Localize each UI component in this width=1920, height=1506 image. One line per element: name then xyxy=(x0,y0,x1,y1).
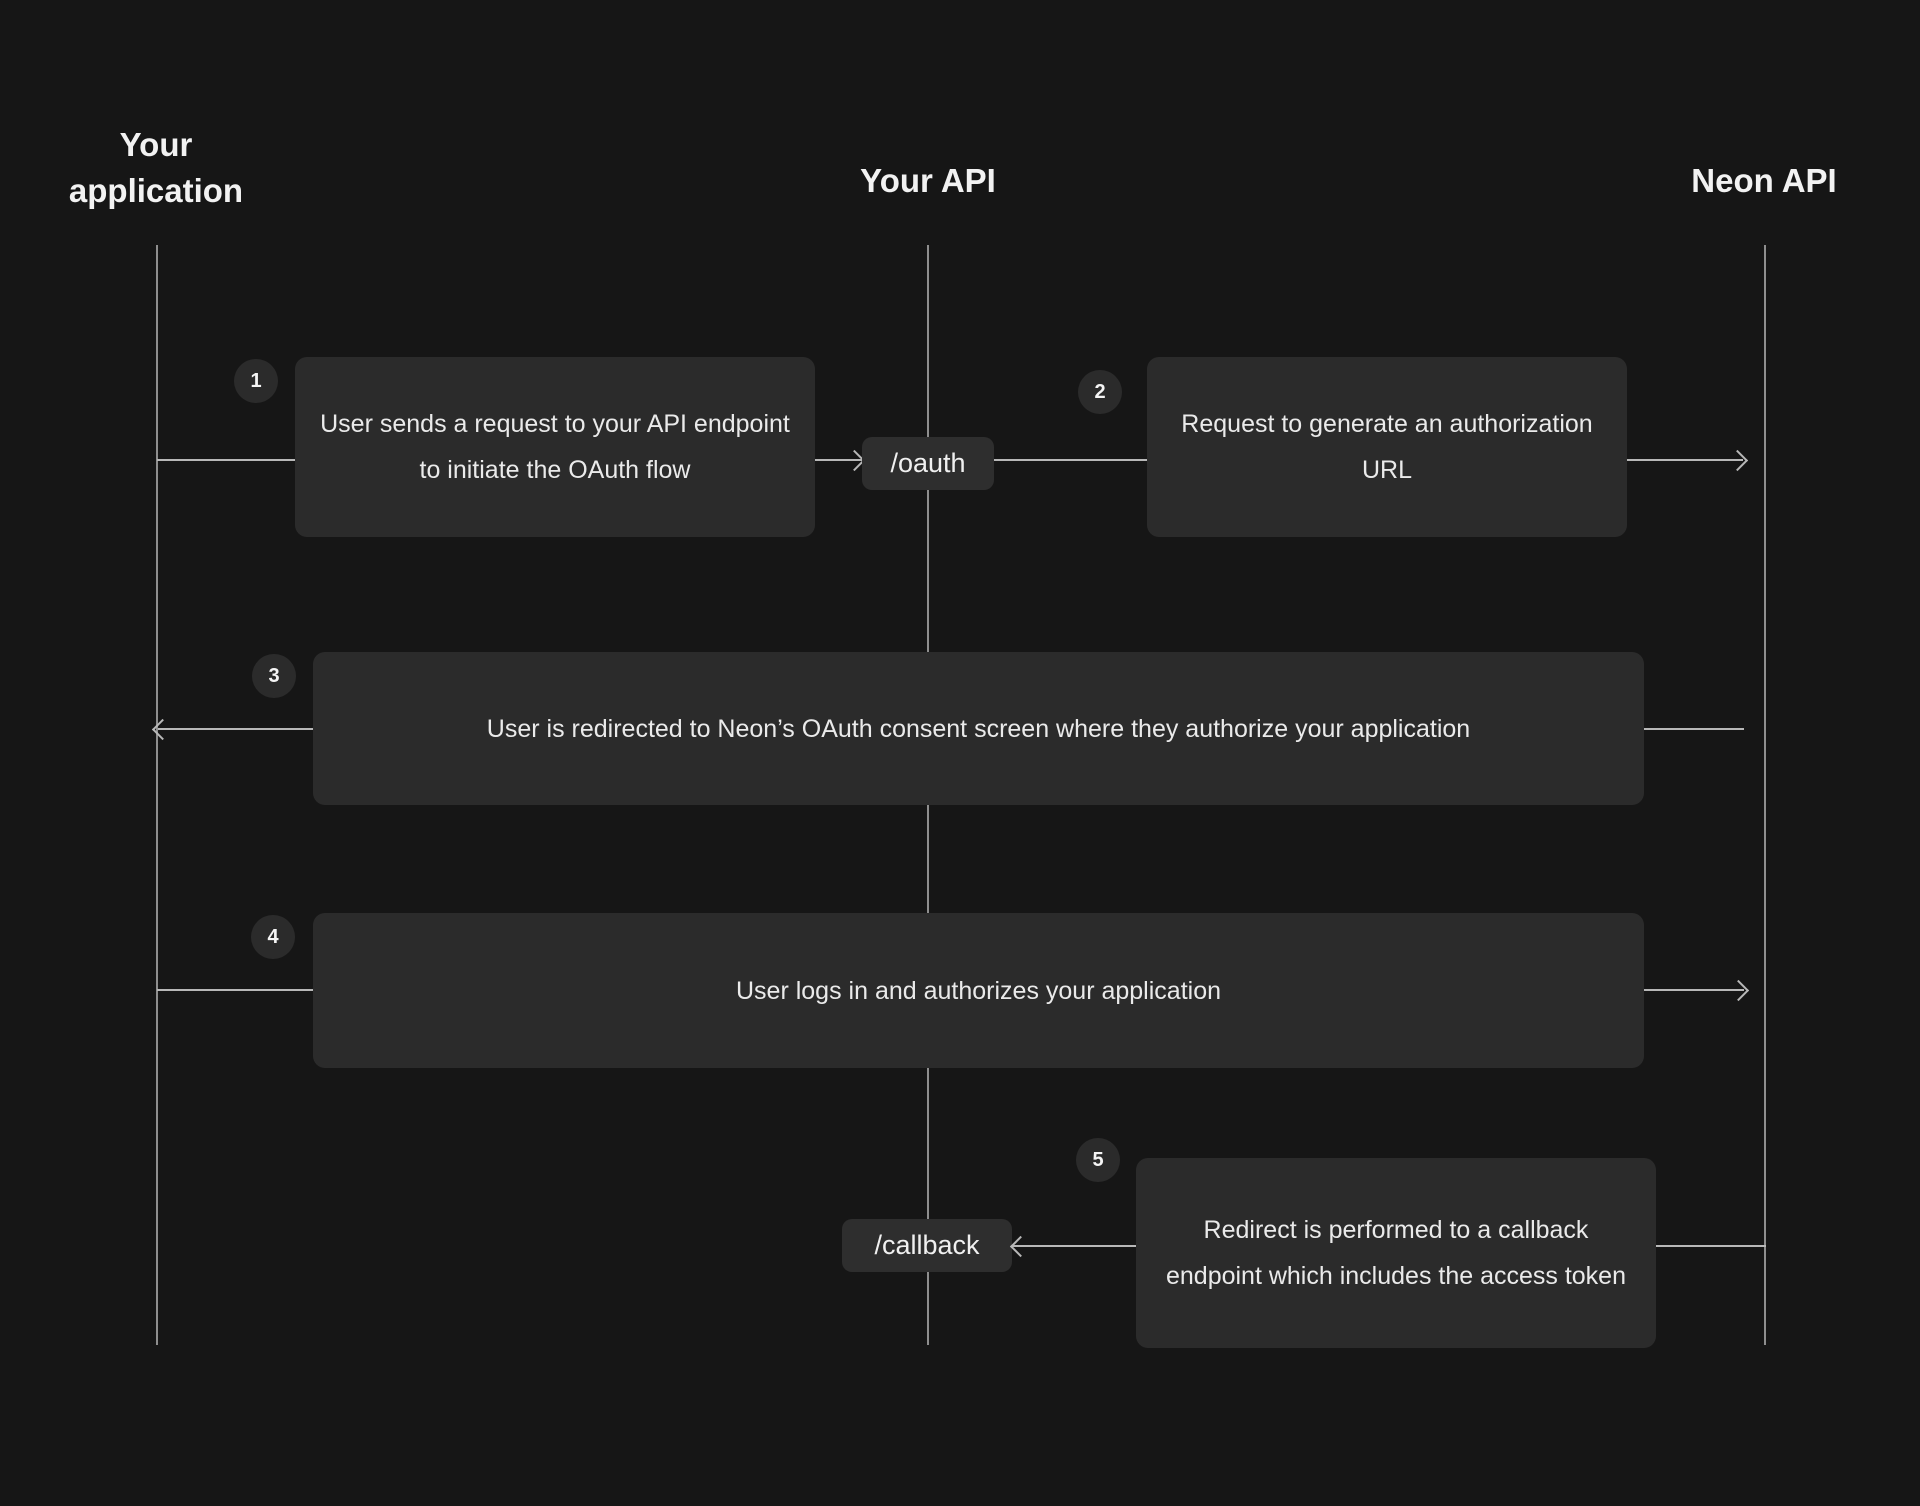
step-message-2: Request to generate an authorization URL xyxy=(1147,357,1627,537)
step-message-4: User logs in and authorizes your applica… xyxy=(313,913,1644,1068)
step-badge-4: 4 xyxy=(251,915,295,959)
step-message-1: User sends a request to your API endpoin… xyxy=(295,357,815,537)
connector-step-3-right xyxy=(1644,728,1744,730)
connector-step-5-left xyxy=(1012,1245,1136,1247)
column-header-your-api: Your API xyxy=(860,162,996,199)
lifeline-your-application xyxy=(156,245,158,1345)
step-badge-5: 5 xyxy=(1076,1138,1120,1182)
column-header-your-application: Your application xyxy=(68,126,244,209)
endpoint-pill-oauth: /oauth xyxy=(862,437,994,490)
arrow-right-icon-step-4 xyxy=(1727,979,1750,1002)
connector-step-2-right xyxy=(1627,459,1743,461)
step-badge-2: 2 xyxy=(1078,370,1122,414)
connector-step-4-right xyxy=(1644,989,1744,991)
lifeline-neon-api xyxy=(1764,245,1766,1345)
column-header-neon-api: Neon API xyxy=(1691,162,1837,199)
arrow-right-icon-step-2 xyxy=(1726,449,1749,472)
connector-step-1-left xyxy=(157,459,296,461)
connector-step-1-right xyxy=(815,459,862,461)
connector-step-2-left xyxy=(994,459,1148,461)
connector-step-3-left xyxy=(158,728,314,730)
endpoint-pill-callback: /callback xyxy=(842,1219,1012,1272)
step-badge-3: 3 xyxy=(252,654,296,698)
step-message-3: User is redirected to Neon’s OAuth conse… xyxy=(313,652,1644,805)
connector-step-5-right xyxy=(1656,1245,1766,1247)
step-badge-1: 1 xyxy=(234,359,278,403)
connector-step-4-left xyxy=(157,989,314,991)
step-message-5: Redirect is performed to a callback endp… xyxy=(1136,1158,1656,1348)
